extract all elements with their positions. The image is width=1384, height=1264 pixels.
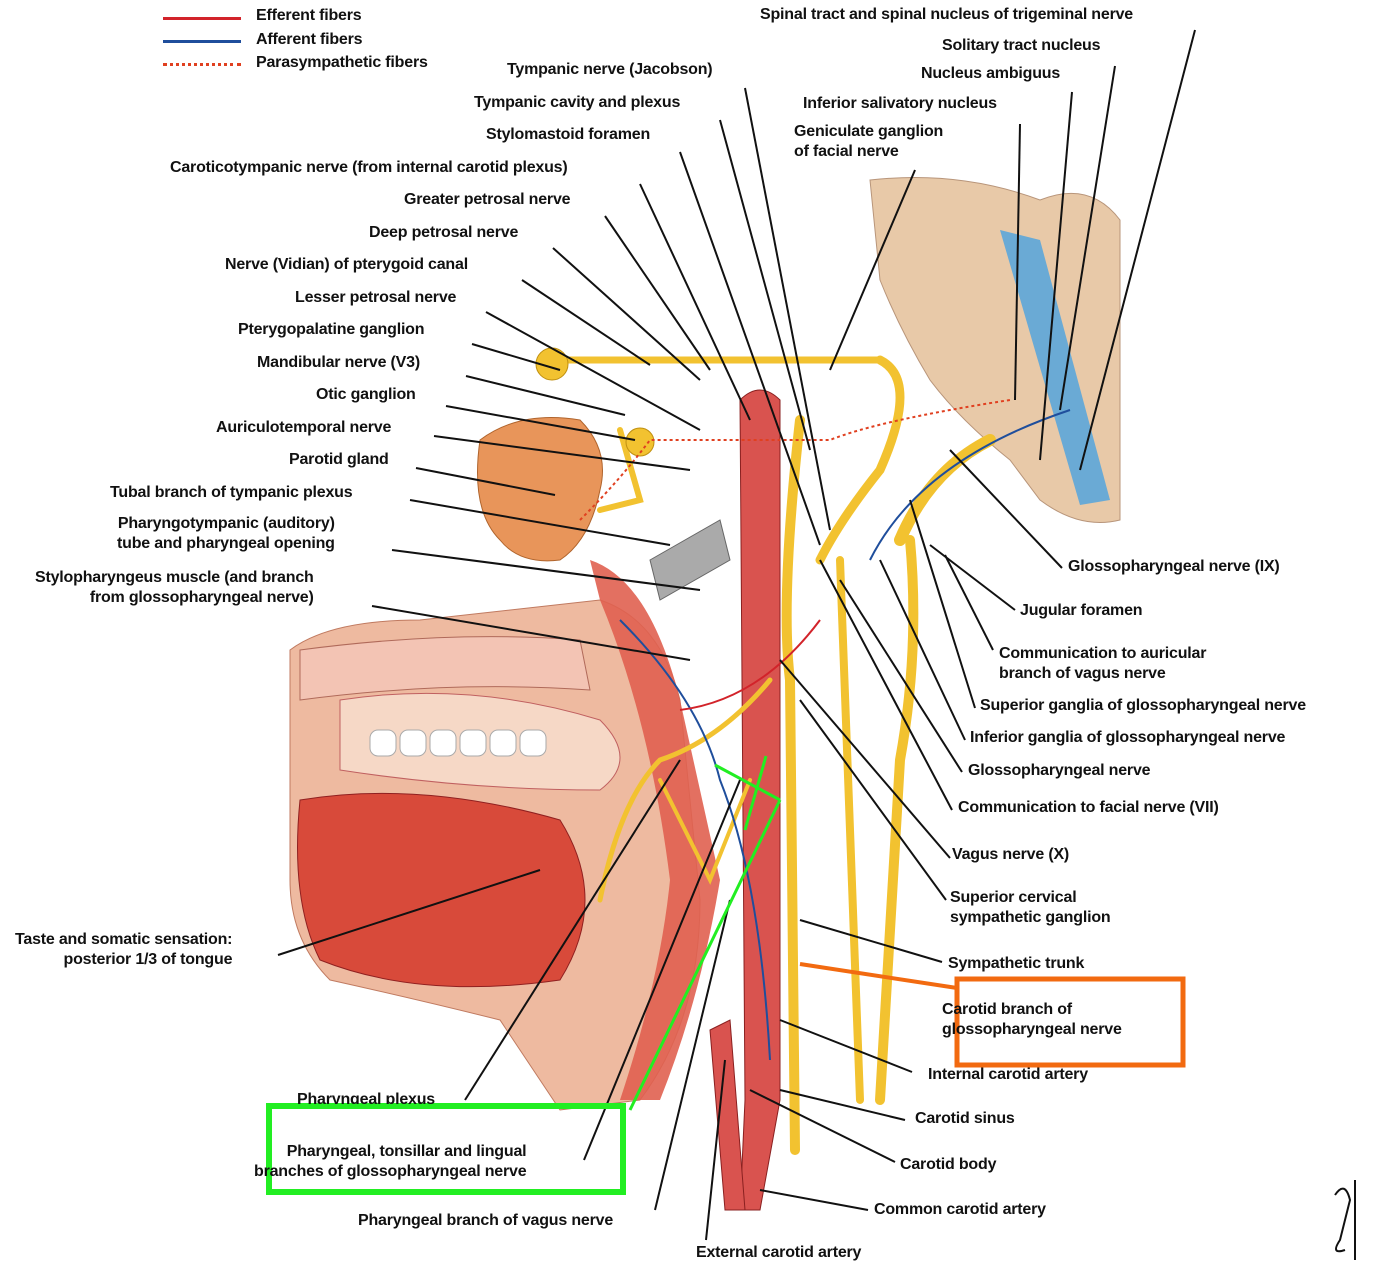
label-communication-auricular: Communication to auricular branch of vag… [999,644,1206,684]
label-pharyngeal-plexus: Pharyngeal plexus [297,1090,435,1104]
label-carotid-sinus: Carotid sinus [915,1109,1015,1129]
label-communication-facial: Communication to facial nerve (VII) [958,798,1219,818]
label-pterygopalatine: Pterygopalatine ganglion [238,320,424,340]
label-stylomastoid: Stylomastoid foramen [486,125,650,145]
label-carotid-body: Carotid body [900,1155,996,1175]
label-auriculotemporal: Auriculotemporal nerve [216,418,391,438]
label-inferior-salivatory: Inferior salivatory nucleus [803,94,997,114]
label-otic-ganglion: Otic ganglion [316,385,416,405]
label-deep-petrosal: Deep petrosal nerve [369,223,518,243]
label-lesser-petrosal: Lesser petrosal nerve [295,288,456,308]
legend-afferent-label: Afferent fibers [256,30,362,50]
label-tubal-branch: Tubal branch of tympanic plexus [110,483,352,503]
label-vidian: Nerve (Vidian) of pterygoid canal [225,255,468,275]
external-carotid-artery-shape [710,1020,745,1210]
legend-afferent-swatch [163,40,241,43]
tongue [298,793,586,986]
legend-parasympathetic-swatch [163,63,241,66]
label-pharyngotympanic: Pharyngotympanic (auditory) tube and pha… [117,514,335,554]
label-external-carotid: External carotid artery [696,1243,861,1263]
label-glossopharyngeal-nerve: Glossopharyngeal nerve [968,761,1150,781]
artist-signature [1335,1180,1355,1260]
label-common-carotid: Common carotid artery [874,1200,1046,1220]
label-sympathetic-trunk: Sympathetic trunk [948,954,1084,974]
label-tympanic-cavity: Tympanic cavity and plexus [474,93,680,113]
label-vagus-nerve: Vagus nerve (X) [952,845,1069,865]
label-jugular-foramen: Jugular foramen [1020,601,1142,621]
label-solitary-tract-nucleus: Solitary tract nucleus [942,36,1100,56]
parotid-gland-shape [478,418,603,561]
carotid-branch-highlight-pointer [800,964,957,988]
internal-carotid-artery-shape [740,390,780,1210]
label-stylopharyngeus: Stylopharyngeus muscle (and branch from … [35,568,314,608]
legend-parasympathetic-label: Parasympathetic fibers [256,53,428,73]
label-parotid-gland: Parotid gland [289,450,389,470]
label-glossopharyngeal-ix: Glossopharyngeal nerve (IX) [1068,557,1280,577]
label-superior-cervical-ganglion: Superior cervical sympathetic ganglion [950,888,1110,928]
legend-efferent-swatch [163,17,241,20]
legend-efferent-label: Efferent fibers [256,6,361,26]
label-spinal-tract: Spinal tract and spinal nucleus of trige… [760,5,1133,25]
label-greater-petrosal: Greater petrosal nerve [404,190,570,210]
label-caroticotympanic: Caroticotympanic nerve (from internal ca… [170,158,568,178]
label-tympanic-nerve: Tympanic nerve (Jacobson) [507,60,712,80]
label-pharyngeal-branch-vagus: Pharyngeal branch of vagus nerve [358,1211,613,1231]
label-pharyngeal-branches: Pharyngeal, tonsillar and lingual branch… [254,1142,526,1182]
label-nucleus-ambiguus: Nucleus ambiguus [921,64,1060,84]
label-mandibular: Mandibular nerve (V3) [257,353,420,373]
label-inferior-ganglia: Inferior ganglia of glossopharyngeal ner… [970,728,1285,748]
label-carotid-branch: Carotid branch of glossopharyngeal nerve [942,1000,1122,1040]
label-superior-ganglia: Superior ganglia of glossopharyngeal ner… [980,696,1306,716]
label-taste: Taste and somatic sensation: posterior 1… [15,930,232,970]
label-geniculate-ganglion: Geniculate ganglion of facial nerve [794,122,943,162]
label-internal-carotid: Internal carotid artery [928,1065,1088,1085]
